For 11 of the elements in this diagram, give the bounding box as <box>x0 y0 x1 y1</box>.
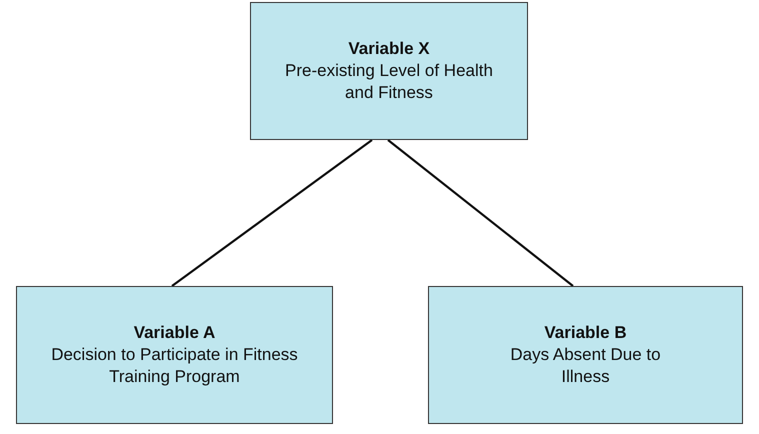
variable-box <box>16 286 333 424</box>
connector-line <box>171 139 373 287</box>
variable-description: Days Absent Due to Illness <box>509 344 662 388</box>
variable-heading: Variable B <box>544 322 627 344</box>
variable-box <box>250 2 528 140</box>
variable-heading: Variable X <box>348 38 430 60</box>
variable-description: Pre-existing Level of Health and Fitness <box>284 60 494 104</box>
variable-heading: Variable A <box>134 322 216 344</box>
connector-line <box>387 139 574 287</box>
variable-box <box>428 286 743 424</box>
variable-description: Decision to Participate in Fitness Training Program <box>50 344 299 388</box>
